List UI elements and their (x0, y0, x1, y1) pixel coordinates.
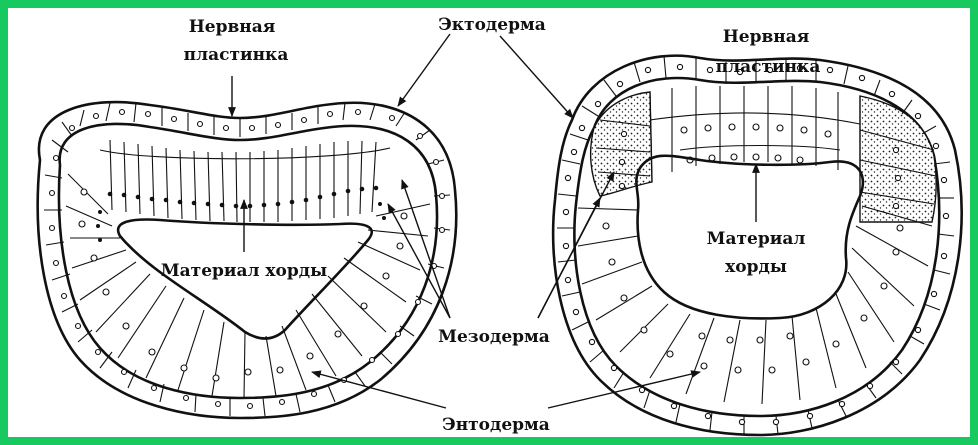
left-ectoderm-nuclei (50, 110, 445, 409)
label-chorda-right-2: хорды (725, 257, 787, 277)
label-neural-plate-left-2: пластинка (184, 45, 289, 65)
arrow-mesoderm-left-1 (402, 180, 450, 318)
label-neural-plate-left-1: Нервная (189, 17, 276, 37)
arrow-endoderm-left (312, 372, 446, 408)
left-endoderm-cells (66, 174, 430, 398)
label-chorda-left: Материал хорды (161, 261, 327, 281)
right-neural-plate-nuclei (681, 124, 831, 137)
label-neural-plate-right-1: Нервная (723, 27, 810, 47)
label-ectoderm: Эктодерма (438, 15, 546, 35)
arrow-ectoderm-right (500, 36, 573, 118)
left-neural-plate-cells (100, 140, 390, 222)
right-mesoderm-left (591, 92, 652, 196)
arrow-ectoderm-left (398, 34, 450, 106)
label-endoderm: Энтодерма (442, 415, 550, 435)
arrow-mesoderm-right-2 (538, 198, 600, 318)
right-mesoderm-right (860, 96, 936, 222)
annotation-arrows (232, 34, 756, 408)
left-endoderm-nuclei (79, 189, 407, 381)
label-mesoderm: Мезодерма (438, 327, 550, 347)
label-neural-plate-right-2: пластинка (716, 57, 821, 77)
label-chorda-right-1: Материал (707, 229, 806, 249)
